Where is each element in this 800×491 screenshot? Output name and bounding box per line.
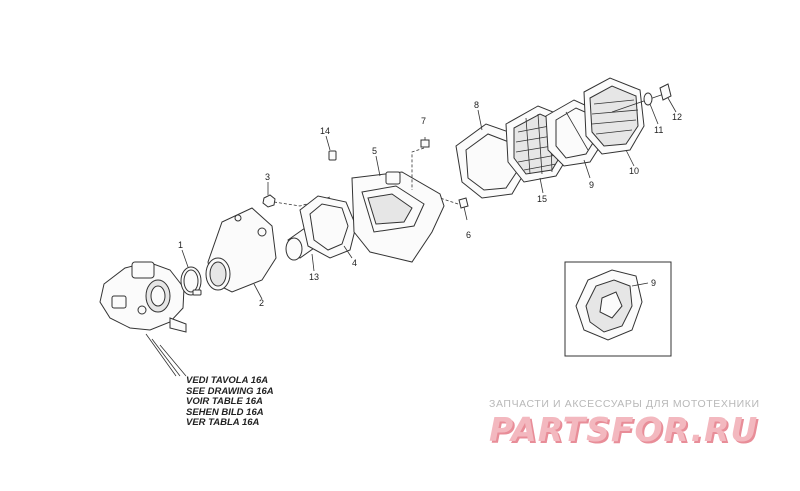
- see-drawing-line: VER TABLA 16A: [186, 417, 260, 428]
- callout-4: 4: [352, 258, 357, 268]
- callout-7: 7: [421, 116, 426, 126]
- cover-icon: [583, 77, 645, 155]
- callout-3: 3: [265, 172, 270, 182]
- watermark-caption: ЗАПЧАСТИ И АКСЕССУАРЫ ДЛЯ МОТОТЕХНИКИ: [489, 398, 760, 410]
- callout-8: 8: [474, 100, 479, 110]
- callout-leaders: [181, 97, 677, 300]
- throttle-body-icon: [99, 261, 187, 333]
- screw-7: [411, 137, 430, 190]
- clip-14: [328, 150, 337, 161]
- svg-text:PARTSFOR.RU: PARTSFOR.RU: [491, 412, 760, 450]
- rod-11: [611, 92, 665, 113]
- callout-10: 10: [629, 166, 639, 176]
- intake-duct: [205, 207, 277, 293]
- callout-13: 13: [309, 272, 319, 282]
- clamp-icon: [180, 266, 202, 296]
- callout-2: 2: [259, 298, 264, 308]
- see-drawing-leaders: [145, 333, 187, 377]
- callout-9: 9: [589, 180, 594, 190]
- callout-6: 6: [466, 230, 471, 240]
- knob-12: [659, 83, 672, 101]
- callout-5: 5: [372, 146, 377, 156]
- callout-12: 12: [672, 112, 682, 122]
- see-drawing-line: SEE DRAWING 16A: [186, 385, 274, 397]
- see-drawing-note: VEDI TAVOLA 16A SEE DRAWING 16A VOIR TAB…: [186, 375, 274, 429]
- see-drawing-line: VOIR TABLE 16A: [186, 396, 263, 407]
- callout-9-inset: 9: [651, 278, 656, 288]
- callout-1: 1: [178, 240, 183, 250]
- svg-text:PARTSFOR.RU: PARTSFOR.RU: [489, 410, 758, 449]
- detail-inset: [564, 261, 672, 357]
- callout-14: 14: [320, 126, 330, 136]
- callout-11: 11: [654, 125, 663, 135]
- callout-15: 15: [537, 194, 547, 204]
- see-drawing-line: VEDI TAVOLA 16A: [186, 375, 269, 386]
- gasket: [299, 195, 357, 259]
- air-box: [351, 171, 445, 263]
- screw-6: [439, 197, 469, 221]
- see-drawing-line: SEHEN BILD 16A: [186, 406, 264, 418]
